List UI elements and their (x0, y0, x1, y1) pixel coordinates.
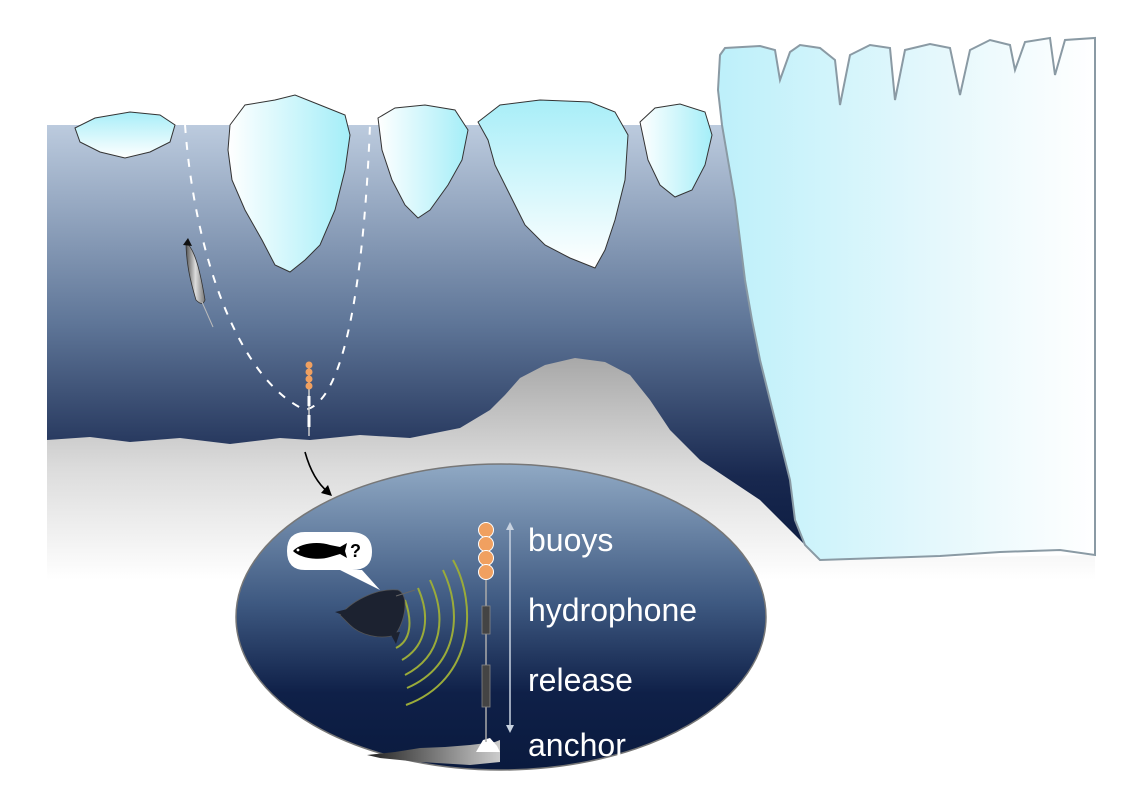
sound-waves-icon (395, 559, 469, 706)
iceberg-3 (377, 104, 469, 219)
zoom-arrow-icon (304, 451, 332, 496)
release-icon (481, 664, 491, 708)
depth-range-arrow (506, 522, 514, 733)
speech-bubble: ? (287, 532, 380, 590)
iceberg-4 (477, 99, 629, 269)
label-hydrophone: hydrophone (528, 592, 697, 628)
hydrophone-icon (481, 605, 491, 635)
iceberg-5 (639, 103, 713, 198)
buoys-icon (478, 522, 494, 580)
question-mark: ? (350, 541, 361, 561)
label-anchor: anchor (528, 727, 626, 763)
narwhal-dive-path (184, 124, 371, 412)
fish-icon (293, 543, 347, 559)
mooring-mini (305, 361, 313, 436)
label-release: release (528, 662, 633, 698)
label-buoys: buoys (528, 522, 613, 558)
narwhal-icon (183, 238, 214, 328)
iceberg-1 (74, 111, 176, 159)
inset-seabed (367, 740, 500, 765)
glacier (716, 36, 1096, 562)
anchor-icon (476, 738, 500, 752)
iceberg-2 (227, 94, 351, 273)
narwhal-echolocating-icon (335, 589, 416, 644)
